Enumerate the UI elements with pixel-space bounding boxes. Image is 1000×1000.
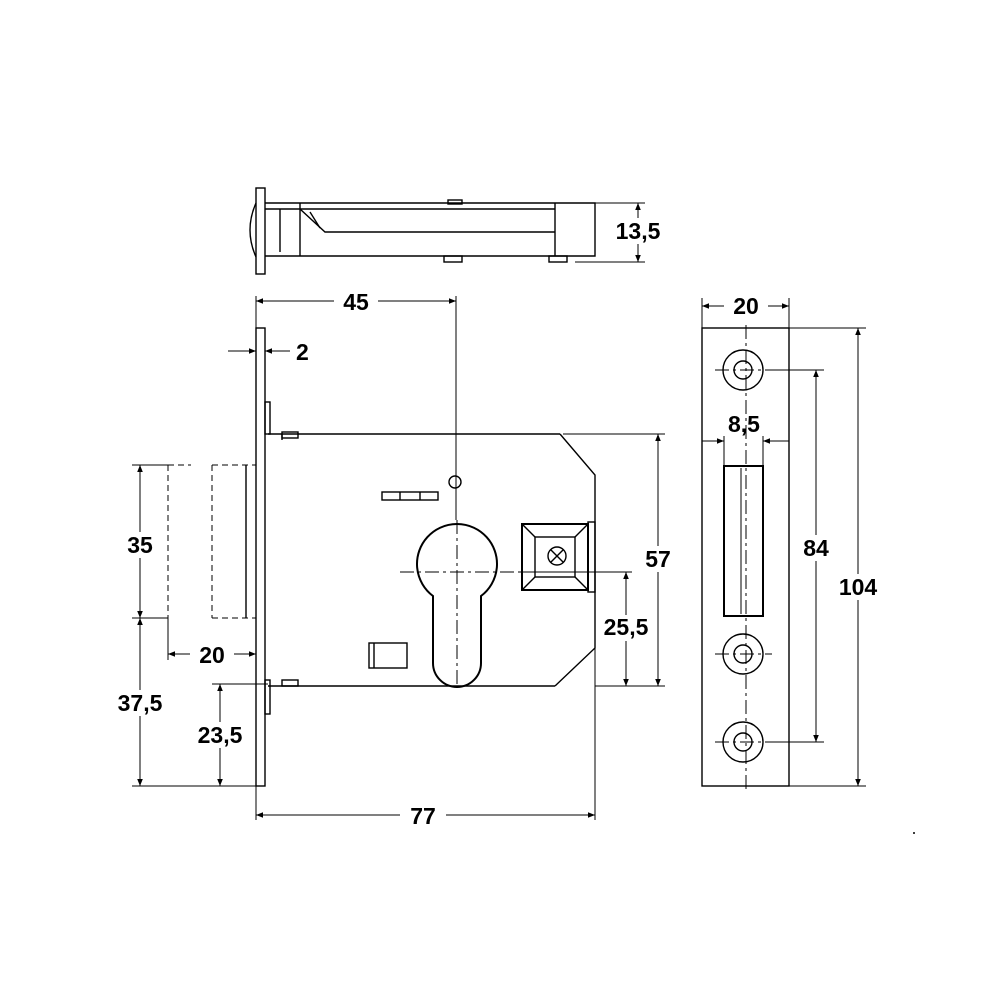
strike-hole-top	[715, 349, 772, 391]
strike-plate	[701, 325, 790, 790]
label-top-height: 13,5	[616, 218, 661, 244]
dim-37-5: 37,5	[110, 618, 256, 787]
square-follower	[521, 521, 596, 593]
dim-77: 77	[255, 648, 596, 829]
top-faceplate	[255, 187, 266, 275]
top-view	[249, 187, 596, 275]
dim-57: 57	[563, 433, 680, 687]
strike-hole-middle	[715, 633, 772, 675]
label-8-5: 8,5	[728, 411, 760, 437]
small-bolt	[368, 642, 408, 669]
latch-hidden-outline	[167, 464, 256, 619]
label-45: 45	[343, 289, 369, 315]
label-25-5: 25,5	[604, 614, 649, 640]
label-104: 104	[839, 574, 878, 600]
cylinder-keyhole	[416, 523, 498, 688]
dim-2: 2	[228, 339, 309, 365]
top-body	[265, 202, 596, 257]
label-35: 35	[127, 532, 153, 558]
dim-top-height: 13,5	[575, 202, 666, 263]
dim-25-5: 25,5	[520, 571, 654, 686]
front-view	[167, 327, 596, 787]
front-faceplate	[255, 327, 266, 787]
dim-8-5: 8,5	[702, 411, 789, 466]
dim-latch-20: 20	[167, 618, 256, 668]
top-knob	[249, 202, 257, 258]
dim-84: 84	[772, 369, 838, 743]
dim-strike-20: 20	[701, 293, 790, 328]
label-latch-20: 20	[199, 642, 225, 668]
label-57: 57	[645, 546, 671, 572]
dim-23-5: 23,5	[190, 683, 268, 786]
label-2: 2	[296, 339, 309, 365]
dim-45: 45	[255, 288, 457, 520]
strike-hole-bottom	[715, 721, 772, 763]
label-23-5: 23,5	[198, 722, 243, 748]
label-strike-20: 20	[733, 293, 759, 319]
dim-104: 104	[789, 327, 886, 787]
label-84: 84	[803, 535, 829, 561]
strike-slot	[723, 465, 764, 617]
label-77: 77	[410, 803, 436, 829]
label-37-5: 37,5	[118, 690, 163, 716]
dim-35: 35	[118, 464, 168, 619]
